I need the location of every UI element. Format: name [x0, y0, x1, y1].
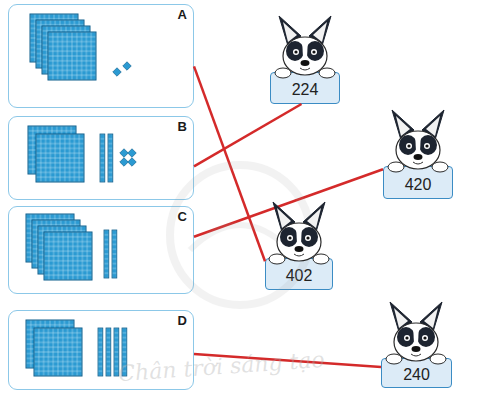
block-card: D — [8, 310, 194, 390]
number-box: 224 — [270, 72, 340, 104]
number-box: 240 — [381, 358, 452, 388]
ten-rod — [106, 328, 111, 376]
unit-cube — [120, 158, 128, 166]
block-card: B — [8, 116, 194, 200]
hundred-flat — [38, 226, 86, 274]
ten-rod — [100, 134, 105, 182]
dog-picture — [269, 202, 329, 264]
hundred-flat — [42, 26, 90, 74]
blocks-b — [28, 126, 136, 182]
dog-picture — [275, 16, 335, 78]
ten-rod — [108, 134, 113, 182]
ten-rod — [122, 328, 127, 376]
hundred-flat — [28, 126, 76, 174]
card-letter: D — [178, 313, 187, 328]
hundred-flat — [48, 32, 96, 80]
unit-cube — [128, 158, 136, 166]
hundred-flat — [32, 220, 80, 268]
number-label: 224 — [292, 81, 319, 99]
hundred-flat — [26, 320, 74, 368]
unit-cube — [128, 149, 136, 157]
block-card: C — [8, 206, 194, 294]
hundred-flat — [26, 214, 74, 262]
blocks-a — [30, 14, 131, 80]
ten-rod — [114, 328, 119, 376]
hundred-flat — [44, 232, 92, 280]
block-card: A — [8, 4, 194, 108]
number-label: 240 — [403, 366, 430, 384]
unit-cube — [113, 68, 121, 76]
dog-picture — [388, 110, 448, 172]
number-box: 420 — [383, 166, 453, 199]
matching-line — [194, 66, 265, 261]
matching-line — [194, 354, 381, 367]
blocks-c — [26, 214, 117, 280]
unit-cube — [123, 62, 131, 70]
card-letter: A — [178, 7, 187, 22]
hundred-flat — [34, 328, 82, 376]
watermark-text: Chân trời sáng tạo — [117, 347, 325, 386]
ten-rod — [104, 230, 109, 278]
hundred-flat — [36, 134, 84, 182]
hundred-flat — [30, 14, 78, 62]
matching-line — [194, 104, 302, 166]
blocks-d — [26, 320, 127, 376]
card-letter: C — [178, 209, 187, 224]
dog-picture — [386, 302, 446, 364]
ten-rod — [112, 230, 117, 278]
number-box: 402 — [265, 258, 333, 290]
matching-line — [194, 169, 383, 237]
number-label: 402 — [286, 267, 313, 285]
card-letter: B — [178, 119, 187, 134]
number-label: 420 — [405, 176, 432, 194]
hundred-flat — [36, 20, 84, 68]
ten-rod — [98, 328, 103, 376]
unit-cube — [120, 149, 128, 157]
